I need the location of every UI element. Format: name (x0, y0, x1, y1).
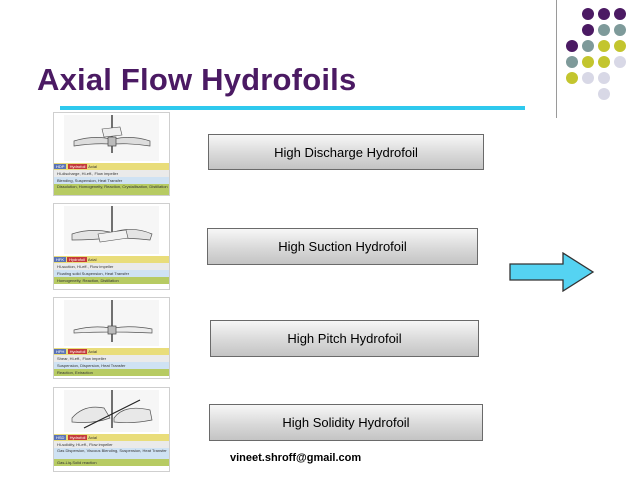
card-row: Reaction, Extraction (54, 369, 169, 376)
impeller-card-hsd: HSD Hydrofoil Axial Hi-solidity, Hi-eff.… (53, 387, 170, 472)
decorative-dot (582, 40, 594, 52)
decorative-dot (598, 72, 610, 84)
decorative-dot (566, 72, 578, 84)
impeller-card-hfk: HFK Hydrofoil Axial Hi-suction, Hi-eff.,… (53, 203, 170, 290)
card-row: Floating solid Suspension, Heat Transfer (54, 270, 169, 277)
card-row: Blending, Suspension, Heat Transfer (54, 177, 169, 184)
decorative-dot (614, 24, 626, 36)
card-header-row: HDP Hydrofoil Axial (54, 163, 169, 170)
decorative-dot (614, 56, 626, 68)
high-suction-hydrofoil-button[interactable]: High Suction Hydrofoil (207, 228, 478, 265)
decorative-dot (566, 40, 578, 52)
card-header-row: HPH Hydrofoil Axial (54, 348, 169, 355)
high-solidity-hydrofoil-button[interactable]: High Solidity Hydrofoil (209, 404, 483, 441)
card-row: Shear, Hi-eff., Flow impeller (54, 355, 169, 362)
card-row: Dissolution, Homogeneity, Reaction, Crys… (54, 184, 169, 195)
card-row: Hi-solidity, Hi-eff., Flow impeller (54, 441, 169, 448)
impeller-diagram-icon (64, 390, 159, 432)
decorative-dot (598, 56, 610, 68)
decorative-dot (582, 24, 594, 36)
card-row: Hi-suction, Hi-eff., Flow impeller (54, 263, 169, 270)
impeller-diagram-icon (64, 206, 159, 254)
decorative-dot (598, 24, 610, 36)
card-row: Hi-discharge, Hi-eff., Flow impeller (54, 170, 169, 177)
decorative-dot (582, 8, 594, 20)
high-pitch-hydrofoil-button[interactable]: High Pitch Hydrofoil (210, 320, 479, 357)
right-arrow-icon[interactable] (509, 252, 595, 292)
title-underline (60, 106, 525, 110)
impeller-diagram-icon (64, 115, 159, 161)
card-row: Gas Dispersion, Viscous Blending, Suspen… (54, 448, 169, 459)
decorative-dot-grid (566, 8, 632, 108)
impeller-diagram-icon (64, 300, 159, 346)
card-row: Gas-Liq-Solid reaction (54, 459, 169, 466)
decorative-dot (566, 56, 578, 68)
high-discharge-hydrofoil-button[interactable]: High Discharge Hydrofoil (208, 134, 484, 170)
author-email: vineet.shroff@gmail.com (230, 452, 362, 464)
decorative-dot (582, 56, 594, 68)
decorative-dot (582, 72, 594, 84)
decorative-dot (614, 40, 626, 52)
decorative-dot (614, 8, 626, 20)
decorative-dot (598, 88, 610, 100)
card-row: Homogeneity, Reaction, Distillation (54, 277, 169, 284)
impeller-card-hdp: HDP Hydrofoil Axial Hi-discharge, Hi-eff… (53, 112, 170, 196)
card-row: Suspension, Dispersion, Heat Transfer (54, 362, 169, 369)
card-header-row: HFK Hydrofoil Axial (54, 256, 169, 263)
slide-title: Axial Flow Hydrofoils (37, 62, 357, 97)
card-header-row: HSD Hydrofoil Axial (54, 434, 169, 441)
impeller-card-hph: HPH Hydrofoil Axial Shear, Hi-eff., Flow… (53, 297, 170, 379)
decorative-dot (598, 40, 610, 52)
corner-divider (556, 0, 557, 118)
decorative-dot (598, 8, 610, 20)
